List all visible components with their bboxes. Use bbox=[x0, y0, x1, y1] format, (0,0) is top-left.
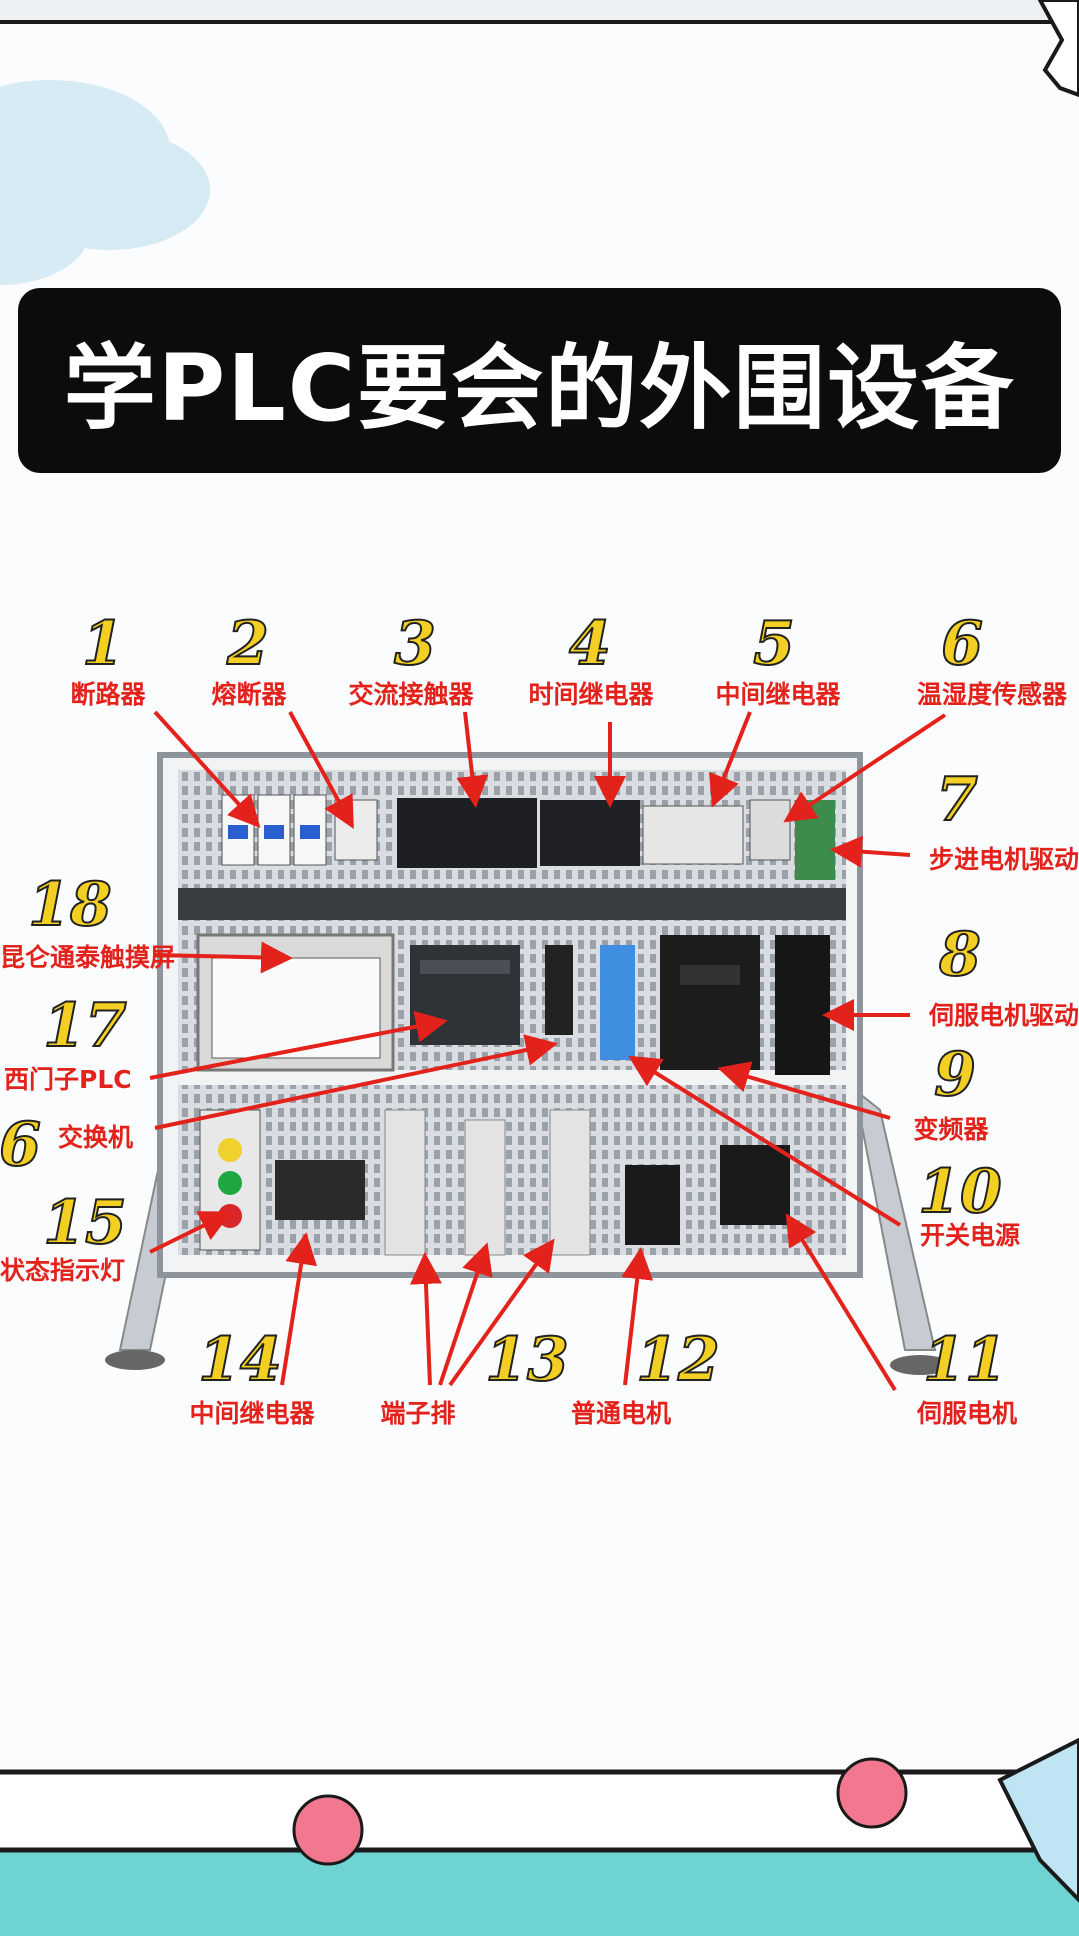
arrow-18 bbox=[154, 941, 293, 974]
component-number: 8 bbox=[938, 920, 982, 990]
arrow-11 bbox=[785, 1213, 897, 1392]
component-label: 西门子PLC bbox=[4, 1065, 132, 1094]
component-label: 交流接触器 bbox=[348, 680, 474, 709]
component-label: 端子排 bbox=[380, 1399, 456, 1428]
component-label: 伺服电机驱动 bbox=[928, 1001, 1079, 1030]
arrow-13b bbox=[438, 1242, 493, 1386]
component-label: 普通电机 bbox=[570, 1399, 672, 1428]
component-label: 状态指示灯 bbox=[0, 1256, 126, 1285]
component-number: 5 bbox=[752, 609, 796, 679]
component-label: 昆仑通泰触摸屏 bbox=[0, 943, 176, 972]
component-number: 2 bbox=[226, 609, 270, 679]
arrow-9 bbox=[717, 1061, 891, 1120]
component-label: 步进电机驱动 bbox=[928, 845, 1079, 874]
component-label: 开关电源 bbox=[919, 1221, 1021, 1250]
component-number: 14 bbox=[197, 1325, 282, 1395]
component-number: 13 bbox=[484, 1325, 569, 1395]
component-label: 温湿度传感器 bbox=[916, 680, 1068, 709]
component-number: 18 bbox=[27, 870, 112, 940]
component-number: 11 bbox=[922, 1325, 1007, 1395]
component-label: 时间继电器 bbox=[528, 680, 654, 709]
arrow-10 bbox=[628, 1055, 902, 1227]
arrow-16 bbox=[154, 1034, 558, 1130]
arrow-15 bbox=[149, 1211, 233, 1254]
title-banner: 学PLC要会的外围设备 bbox=[18, 288, 1061, 473]
arrow-13a bbox=[409, 1252, 442, 1386]
arrow-2 bbox=[288, 711, 354, 830]
component-label: 中间继电器 bbox=[715, 680, 841, 709]
component-label: 伺服电机 bbox=[916, 1399, 1018, 1428]
component-number: 15 bbox=[42, 1188, 127, 1258]
component-number: 9 bbox=[933, 1040, 977, 1110]
component-number: 12 bbox=[635, 1325, 720, 1395]
page-title: 学PLC要会的外围设备 bbox=[63, 335, 1016, 442]
arrow-1 bbox=[153, 710, 261, 828]
arrow-7 bbox=[830, 835, 911, 868]
arrow-5 bbox=[709, 711, 752, 808]
component-number: 6 bbox=[940, 609, 984, 679]
arrow-3 bbox=[456, 711, 489, 808]
component-label: 断路器 bbox=[70, 680, 146, 709]
component-number: 6 bbox=[0, 1110, 42, 1180]
arrow-12 bbox=[621, 1247, 654, 1386]
component-number: 10 bbox=[917, 1157, 1002, 1227]
arrow-17 bbox=[149, 1010, 448, 1080]
arrow-14 bbox=[280, 1232, 318, 1386]
component-number: 3 bbox=[393, 609, 437, 679]
component-label: 变频器 bbox=[913, 1115, 989, 1144]
component-number: 1 bbox=[81, 609, 125, 679]
arrow-6 bbox=[783, 713, 947, 823]
component-label: 交换机 bbox=[58, 1123, 134, 1152]
component-number: 4 bbox=[568, 609, 612, 679]
component-label: 熔断器 bbox=[211, 680, 287, 709]
component-number: 17 bbox=[42, 991, 127, 1061]
component-number: 7 bbox=[935, 765, 979, 835]
arrow-13c bbox=[448, 1238, 555, 1387]
component-label: 中间继电器 bbox=[189, 1399, 315, 1428]
